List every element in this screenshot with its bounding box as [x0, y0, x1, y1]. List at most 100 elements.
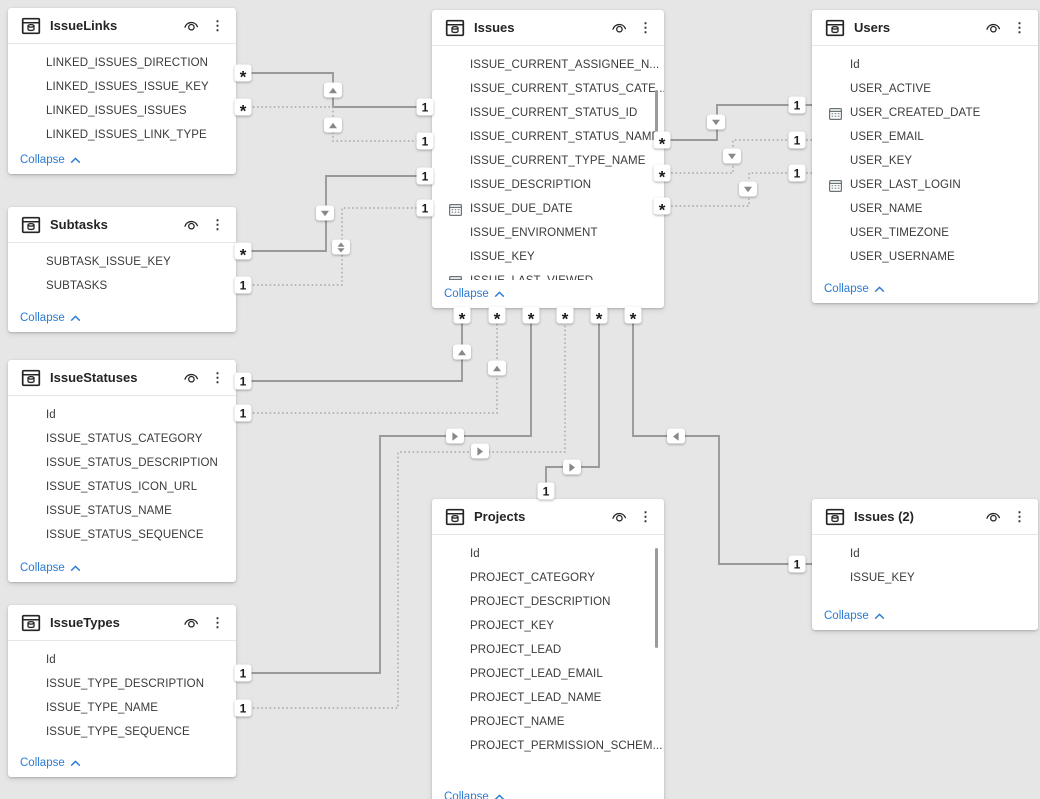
collapse-link[interactable]: Collapse [8, 304, 236, 332]
field-row[interactable]: Id [812, 53, 1038, 77]
relationship-line-issuestatuses-issues[interactable] [236, 308, 463, 382]
field-row[interactable]: LINKED_ISSUES_ISSUES [8, 99, 236, 123]
filter-direction-arrow-up[interactable] [453, 344, 471, 360]
visibility-eye-icon[interactable] [610, 19, 628, 37]
cardinality-badge[interactable]: * [488, 306, 506, 327]
field-row[interactable]: USER_LAST_LOGIN [812, 173, 1038, 197]
filter-direction-arrow-right[interactable] [446, 428, 464, 444]
field-row[interactable]: ISSUE_KEY [812, 566, 1038, 590]
more-options-icon[interactable]: ⋮ [211, 17, 224, 33]
filter-direction-arrow-down[interactable] [739, 181, 757, 197]
field-row[interactable]: ISSUE_CURRENT_TYPE_NAME [432, 149, 664, 173]
field-row[interactable]: USER_USERNAME [812, 245, 1038, 269]
table-card-issuestatuses[interactable]: IssueStatuses ⋮ Id ISSUE_STATUS_CATEGORY… [8, 360, 236, 582]
cardinality-badge[interactable]: * [234, 98, 252, 119]
table-card-issues[interactable]: Issues ⋮ ISSUE_CURRENT_ASSIGNEE_N... ISS… [432, 10, 664, 308]
filter-direction-arrow-down[interactable] [723, 148, 741, 164]
cardinality-badge[interactable]: 1 [234, 276, 252, 294]
cardinality-badge[interactable]: 1 [788, 164, 806, 182]
field-row[interactable]: ISSUE_ENVIRONMENT [432, 221, 664, 245]
table-header[interactable]: Projects ⋮ [432, 499, 664, 535]
more-options-icon[interactable]: ⋮ [211, 369, 224, 385]
cardinality-badge[interactable]: 1 [788, 96, 806, 114]
field-row[interactable]: ISSUE_KEY [432, 245, 664, 269]
field-row[interactable]: ISSUE_CURRENT_STATUS_CATE... [432, 77, 664, 101]
visibility-eye-icon[interactable] [984, 19, 1002, 37]
field-row[interactable]: ISSUE_STATUS_SEQUENCE [8, 523, 236, 547]
field-row[interactable]: USER_TIMEZONE [812, 221, 1038, 245]
cardinality-badge[interactable]: 1 [234, 404, 252, 422]
collapse-link[interactable]: Collapse [432, 783, 664, 799]
visibility-eye-icon[interactable] [610, 508, 628, 526]
field-row[interactable]: LINKED_ISSUES_LINK_TYPE [8, 123, 236, 146]
cardinality-badge[interactable]: 1 [234, 699, 252, 717]
cardinality-badge[interactable]: * [590, 306, 608, 327]
filter-direction-arrow-right[interactable] [471, 443, 489, 459]
cardinality-badge[interactable]: * [234, 242, 252, 263]
field-row[interactable]: ISSUE_TYPE_NAME [8, 696, 236, 720]
cardinality-badge[interactable]: * [234, 64, 252, 85]
field-row[interactable]: ISSUE_CURRENT_STATUS_NAME [432, 125, 664, 149]
filter-direction-arrow-up[interactable] [324, 117, 342, 133]
relationship-line-issuestatuses-issues[interactable] [236, 308, 498, 414]
field-row[interactable]: ISSUE_DUE_DATE [432, 197, 664, 221]
cardinality-badge[interactable]: * [522, 306, 540, 327]
table-header[interactable]: Issues (2) ⋮ [812, 499, 1038, 535]
field-row[interactable]: USER_CREATED_DATE [812, 101, 1038, 125]
cardinality-badge[interactable]: 1 [416, 132, 434, 150]
more-options-icon[interactable]: ⋮ [211, 216, 224, 232]
field-row[interactable]: Id [8, 403, 236, 427]
collapse-link[interactable]: Collapse [8, 554, 236, 582]
more-options-icon[interactable]: ⋮ [639, 19, 652, 35]
relationship-line-issuetypes-issues[interactable] [236, 308, 532, 674]
filter-direction-arrow-down[interactable] [316, 205, 334, 221]
field-row[interactable]: ISSUE_DESCRIPTION [432, 173, 664, 197]
field-row[interactable]: USER_EMAIL [812, 125, 1038, 149]
cardinality-badge[interactable]: * [653, 197, 671, 218]
field-row[interactable]: ISSUE_STATUS_DESCRIPTION [8, 451, 236, 475]
collapse-link[interactable]: Collapse [812, 275, 1038, 303]
cardinality-badge[interactable]: * [453, 306, 471, 327]
field-row[interactable]: PROJECT_LEAD [432, 638, 664, 662]
table-header[interactable]: IssueTypes ⋮ [8, 605, 236, 641]
field-row[interactable]: PROJECT_DESCRIPTION [432, 590, 664, 614]
field-row[interactable]: SUBTASK_ISSUE_KEY [8, 250, 236, 274]
filter-direction-arrow-up[interactable] [488, 360, 506, 376]
cardinality-badge[interactable]: 1 [788, 131, 806, 149]
visibility-eye-icon[interactable] [984, 508, 1002, 526]
visibility-eye-icon[interactable] [182, 17, 200, 35]
field-row[interactable]: PROJECT_KEY [432, 614, 664, 638]
table-header[interactable]: Users ⋮ [812, 10, 1038, 46]
table-header[interactable]: IssueLinks ⋮ [8, 8, 236, 44]
filter-direction-arrow-right[interactable] [563, 459, 581, 475]
more-options-icon[interactable]: ⋮ [639, 508, 652, 524]
field-row[interactable]: PROJECT_LEAD_NAME [432, 686, 664, 710]
table-header[interactable]: Subtasks ⋮ [8, 207, 236, 243]
field-row[interactable]: SUBTASKS [8, 274, 236, 298]
table-header[interactable]: IssueStatuses ⋮ [8, 360, 236, 396]
field-row[interactable]: USER_ACTIVE [812, 77, 1038, 101]
table-card-issues2[interactable]: Issues (2) ⋮ Id ISSUE_KEY Collapse [812, 499, 1038, 630]
visibility-eye-icon[interactable] [182, 614, 200, 632]
cardinality-badge[interactable]: * [653, 131, 671, 152]
relationship-line-issues2-issues[interactable] [632, 308, 812, 565]
field-row[interactable]: LINKED_ISSUES_DIRECTION [8, 51, 236, 75]
more-options-icon[interactable]: ⋮ [1013, 19, 1026, 35]
table-card-projects[interactable]: Projects ⋮ Id PROJECT_CATEGORY PROJECT_D… [432, 499, 664, 799]
visibility-eye-icon[interactable] [182, 369, 200, 387]
collapse-link[interactable]: Collapse [812, 602, 1038, 630]
filter-direction-arrow-both[interactable] [332, 239, 350, 255]
collapse-link[interactable]: Collapse [8, 146, 236, 174]
visibility-eye-icon[interactable] [182, 216, 200, 234]
table-card-issuetypes[interactable]: IssueTypes ⋮ Id ISSUE_TYPE_DESCRIPTION I… [8, 605, 236, 777]
vertical-scrollbar-thumb[interactable] [655, 548, 658, 648]
field-row[interactable]: Id [432, 542, 664, 566]
field-row[interactable]: PROJECT_LEAD_EMAIL [432, 662, 664, 686]
cardinality-badge[interactable]: 1 [234, 372, 252, 390]
more-options-icon[interactable]: ⋮ [1013, 508, 1026, 524]
table-header[interactable]: Issues ⋮ [432, 10, 664, 46]
table-card-subtasks[interactable]: Subtasks ⋮ SUBTASK_ISSUE_KEY SUBTASKS Co… [8, 207, 236, 332]
filter-direction-arrow-left[interactable] [667, 428, 685, 444]
cardinality-badge[interactable]: 1 [234, 664, 252, 682]
field-row[interactable]: USER_KEY [812, 149, 1038, 173]
